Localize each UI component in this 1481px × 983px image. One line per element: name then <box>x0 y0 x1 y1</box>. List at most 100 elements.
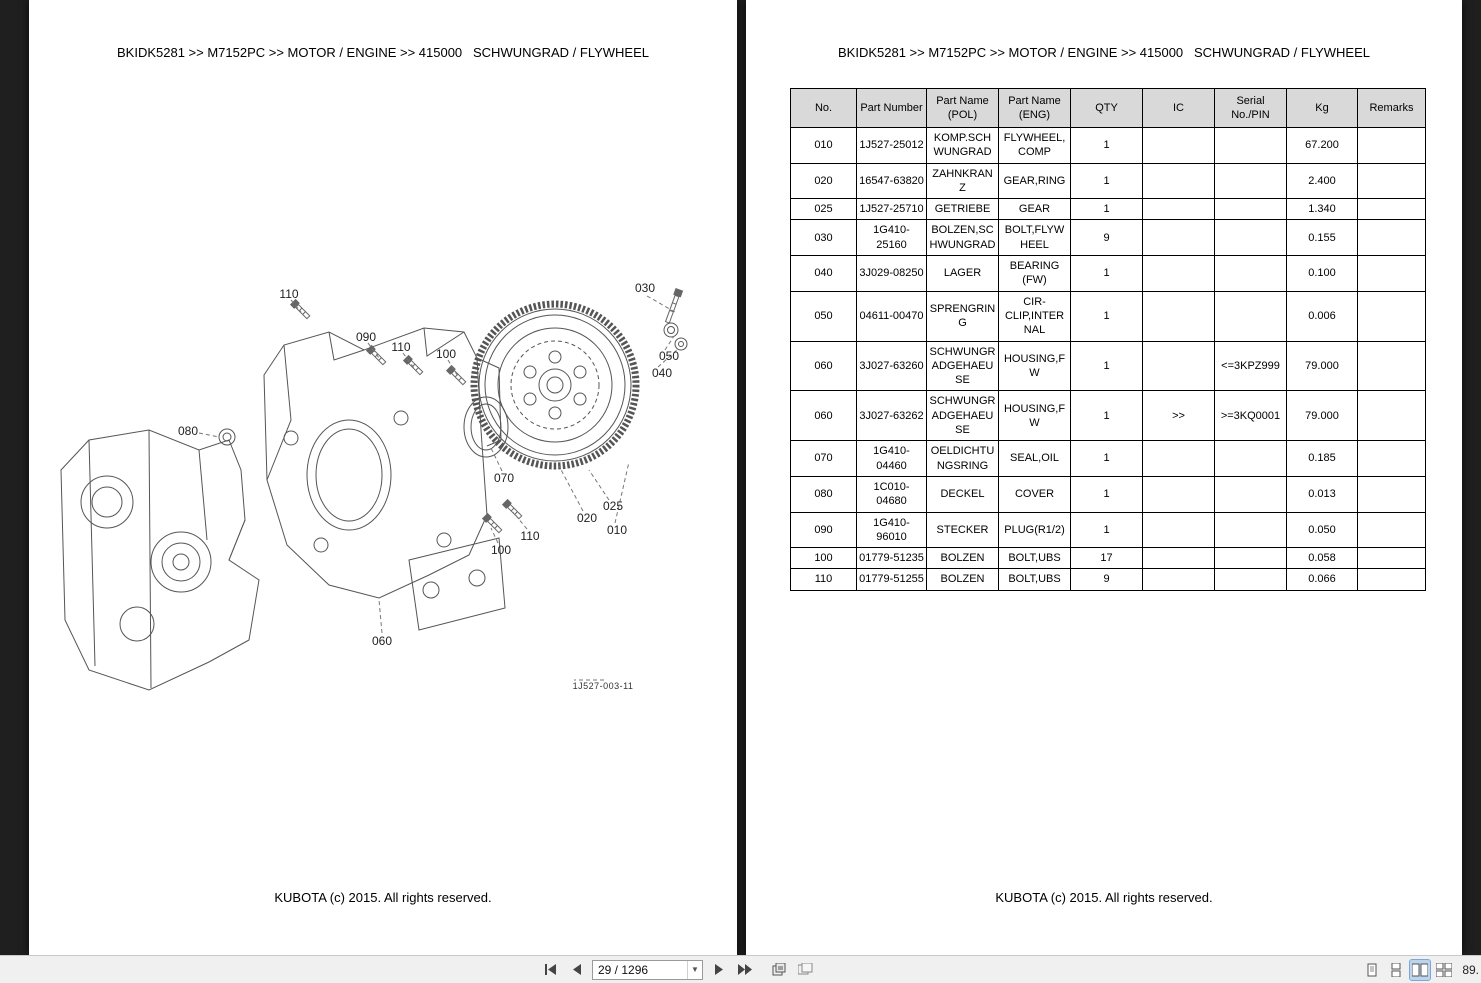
right-page-header: BKIDK5281 >> M7152PC >> MOTOR / ENGINE >… <box>838 45 1370 60</box>
table-cell-qty: 9 <box>1070 568 1143 591</box>
table-cell-qty: 1 <box>1070 255 1143 292</box>
table-cell-qty: 17 <box>1070 547 1143 570</box>
diagram-callout: 080 <box>177 424 199 438</box>
table-cell-part_number: 1G410-04460 <box>856 440 927 477</box>
single-page-view-button[interactable] <box>1362 960 1382 980</box>
table-cell-name_eng: GEAR,RING <box>998 162 1071 200</box>
diagram-callout: 050 <box>658 349 680 363</box>
table-cell-qty: 1 <box>1070 475 1143 513</box>
table-cell-kg: 79.000 <box>1286 340 1358 392</box>
table-cell-serial <box>1214 568 1287 591</box>
copy-page-button[interactable] <box>795 960 815 980</box>
table-cell-part_number: 1G410-96010 <box>856 511 927 549</box>
facing-pages-view-button[interactable] <box>1409 958 1432 981</box>
diagram-callout: 020 <box>576 511 598 525</box>
table-cell-no: 050 <box>790 290 857 342</box>
table-cell-qty: 1 <box>1070 290 1143 342</box>
diagram-callout: 030 <box>634 281 656 295</box>
table-cell-qty: 1 <box>1070 390 1143 442</box>
table-cell-name_pol: ZAHNKRANZ <box>926 162 999 200</box>
diagram-callout: 110 <box>279 287 299 301</box>
col-serial: Serial No./PIN <box>1214 88 1287 128</box>
table-cell-serial <box>1214 162 1287 200</box>
table-cell-ic <box>1142 162 1215 200</box>
table-cell-no: 025 <box>790 198 857 221</box>
table-cell-remarks <box>1357 340 1426 392</box>
table-cell-kg: 79.000 <box>1286 390 1358 442</box>
diagram-callout: 090 <box>355 330 377 344</box>
table-cell-remarks <box>1357 568 1426 591</box>
table-cell-no: 020 <box>790 162 857 200</box>
col-qty: QTY <box>1070 88 1143 128</box>
table-cell-ic <box>1142 290 1215 342</box>
table-cell-name_pol: BOLZEN <box>926 547 999 570</box>
last-page-button[interactable] <box>735 960 755 980</box>
diagram-callout: 100 <box>435 347 457 361</box>
table-cell-name_pol: LAGER <box>926 255 999 292</box>
table-cell-name_pol: BOLZEN <box>926 568 999 591</box>
table-cell-remarks <box>1357 440 1426 477</box>
table-cell-qty: 1 <box>1070 340 1143 392</box>
table-cell-serial: <=3KPZ999 <box>1214 340 1287 392</box>
previous-page-button[interactable] <box>566 960 586 980</box>
table-cell-name_eng: HOUSING,FW <box>998 390 1071 442</box>
continuous-view-button[interactable] <box>1386 960 1406 980</box>
table-cell-ic <box>1142 547 1215 570</box>
diagram-callout: 070 <box>493 471 515 485</box>
left-page: BKIDK5281 >> M7152PC >> MOTOR / ENGINE >… <box>29 0 737 955</box>
table-cell-name_pol: SCHWUNGRADGEHAEUSE <box>926 390 999 442</box>
table-cell-part_number: 3J027-63260 <box>856 340 927 392</box>
table-cell-part_number: 01779-51235 <box>856 547 927 570</box>
table-cell-ic <box>1142 340 1215 392</box>
table-cell-no: 090 <box>790 511 857 549</box>
table-cell-no: 060 <box>790 340 857 392</box>
table-cell-kg: 0.006 <box>1286 290 1358 342</box>
table-cell-qty: 1 <box>1070 440 1143 477</box>
table-cell-serial <box>1214 440 1287 477</box>
table-cell-serial <box>1214 290 1287 342</box>
table-cell-name_pol: KOMP.SCHWUNGRAD <box>926 127 999 164</box>
table-cell-no: 080 <box>790 475 857 513</box>
table-cell-no: 010 <box>790 127 857 164</box>
table-cell-name_eng: PLUG(R1/2) <box>998 511 1071 549</box>
table-header-row: No. Part Number Part Name (POL) Part Nam… <box>790 88 1426 128</box>
table-cell-serial <box>1214 511 1287 549</box>
zoom-level-text[interactable]: 89. <box>1462 962 1479 977</box>
table-cell-remarks <box>1357 127 1426 164</box>
table-cell-ic <box>1142 127 1215 164</box>
page-number-input[interactable]: 29 / 1296 ▼ <box>592 959 703 980</box>
table-cell-kg: 1.340 <box>1286 198 1358 221</box>
table-cell-name_eng: SEAL,OIL <box>998 440 1071 477</box>
table-cell-no: 110 <box>790 568 857 591</box>
table-cell-name_eng: HOUSING,FW <box>998 340 1071 392</box>
col-part-number: Part Number <box>856 88 927 128</box>
table-cell-remarks <box>1357 390 1426 442</box>
table-cell-name_eng: FLYWHEEL,COMP <box>998 127 1071 164</box>
table-cell-no: 100 <box>790 547 857 570</box>
right-page-footer: KUBOTA (c) 2015. All rights reserved. <box>995 890 1213 905</box>
facing-continuous-view-button[interactable] <box>1434 960 1454 980</box>
table-cell-serial: >=3KQ0001 <box>1214 390 1287 442</box>
table-cell-ic: >> <box>1142 390 1215 442</box>
table-cell-name_pol: BOLZEN,SCHWUNGRAD <box>926 219 999 257</box>
table-cell-kg: 0.155 <box>1286 219 1358 257</box>
table-cell-name_pol: STECKER <box>926 511 999 549</box>
table-cell-part_number: 01779-51255 <box>856 568 927 591</box>
snapshot-tool-button[interactable] <box>769 960 789 980</box>
first-page-button[interactable] <box>540 960 560 980</box>
table-cell-remarks <box>1357 290 1426 342</box>
page-dropdown-arrow[interactable]: ▼ <box>687 960 702 979</box>
table-cell-qty: 1 <box>1070 127 1143 164</box>
table-cell-kg: 0.066 <box>1286 568 1358 591</box>
col-no: No. <box>790 88 857 128</box>
table-cell-serial <box>1214 255 1287 292</box>
page-navigation-group: 29 / 1296 ▼ <box>540 956 815 983</box>
next-page-button[interactable] <box>709 960 729 980</box>
